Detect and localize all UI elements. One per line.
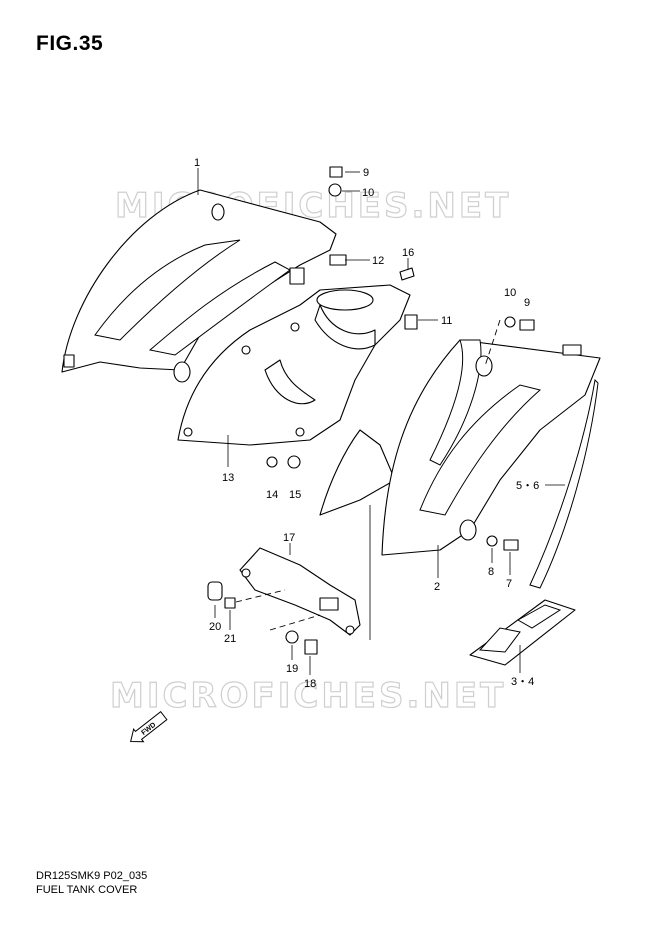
callout-17: 17: [283, 532, 295, 544]
watermark-bottom: MICROFICHES.NET: [110, 676, 506, 716]
leader-lines: [197, 168, 565, 675]
part-5-6-decal: [529, 378, 599, 589]
callout-15: 15: [289, 489, 301, 501]
callout-9-right: 9: [524, 297, 530, 309]
washer-8: [486, 535, 498, 547]
washer-19: [285, 630, 299, 644]
washer-10-right: [504, 316, 516, 328]
callout-5-6: 5・6: [516, 480, 539, 492]
callout-3-4: 3・4: [511, 676, 534, 688]
callout-1: 1: [194, 157, 200, 169]
part-2-side-cover: [381, 339, 601, 556]
part-3-4-emblem: [469, 599, 576, 666]
bolt-9-top: [329, 166, 343, 178]
fasteners: [207, 166, 535, 655]
bolt-18: [304, 639, 318, 655]
diagram-caption: FUEL TANK COVER: [36, 884, 138, 896]
callout-11: 11: [441, 315, 452, 327]
callout-labels: 1 9 10 12 16 10 9 11 13 14 15 5・6 17 2 8…: [194, 157, 539, 690]
callout-14: 14: [266, 489, 278, 501]
callout-13: 13: [222, 472, 234, 484]
callout-10-right: 10: [504, 287, 516, 299]
collar-21: [224, 597, 236, 609]
callout-9-top: 9: [363, 167, 369, 179]
washer-10-top: [328, 183, 342, 197]
bolt-7: [503, 539, 519, 551]
diagram-code: DR125SMK9 P02_035: [36, 870, 148, 882]
callout-8: 8: [488, 566, 494, 578]
screw-16: [399, 267, 415, 281]
callout-20: 20: [209, 621, 221, 633]
callout-19: 19: [286, 663, 298, 675]
part-13-tank-cover: [177, 284, 411, 516]
clip-11: [404, 314, 418, 330]
callout-12: 12: [372, 255, 384, 267]
collar-15: [287, 455, 301, 469]
callout-21: 21: [224, 633, 236, 645]
cushion-20: [207, 581, 223, 601]
bolt-9-right: [519, 319, 535, 331]
grommet-14: [266, 456, 278, 468]
part-1-shroud-upper: [61, 189, 337, 383]
callout-7: 7: [506, 578, 512, 590]
figure-title: FIG.35: [36, 32, 104, 55]
callout-2: 2: [434, 581, 440, 593]
callout-16: 16: [402, 247, 414, 259]
part-17-bracket: [239, 547, 361, 636]
nut-12: [329, 254, 347, 266]
callout-18: 18: [304, 678, 316, 690]
callout-10-top: 10: [362, 187, 374, 199]
